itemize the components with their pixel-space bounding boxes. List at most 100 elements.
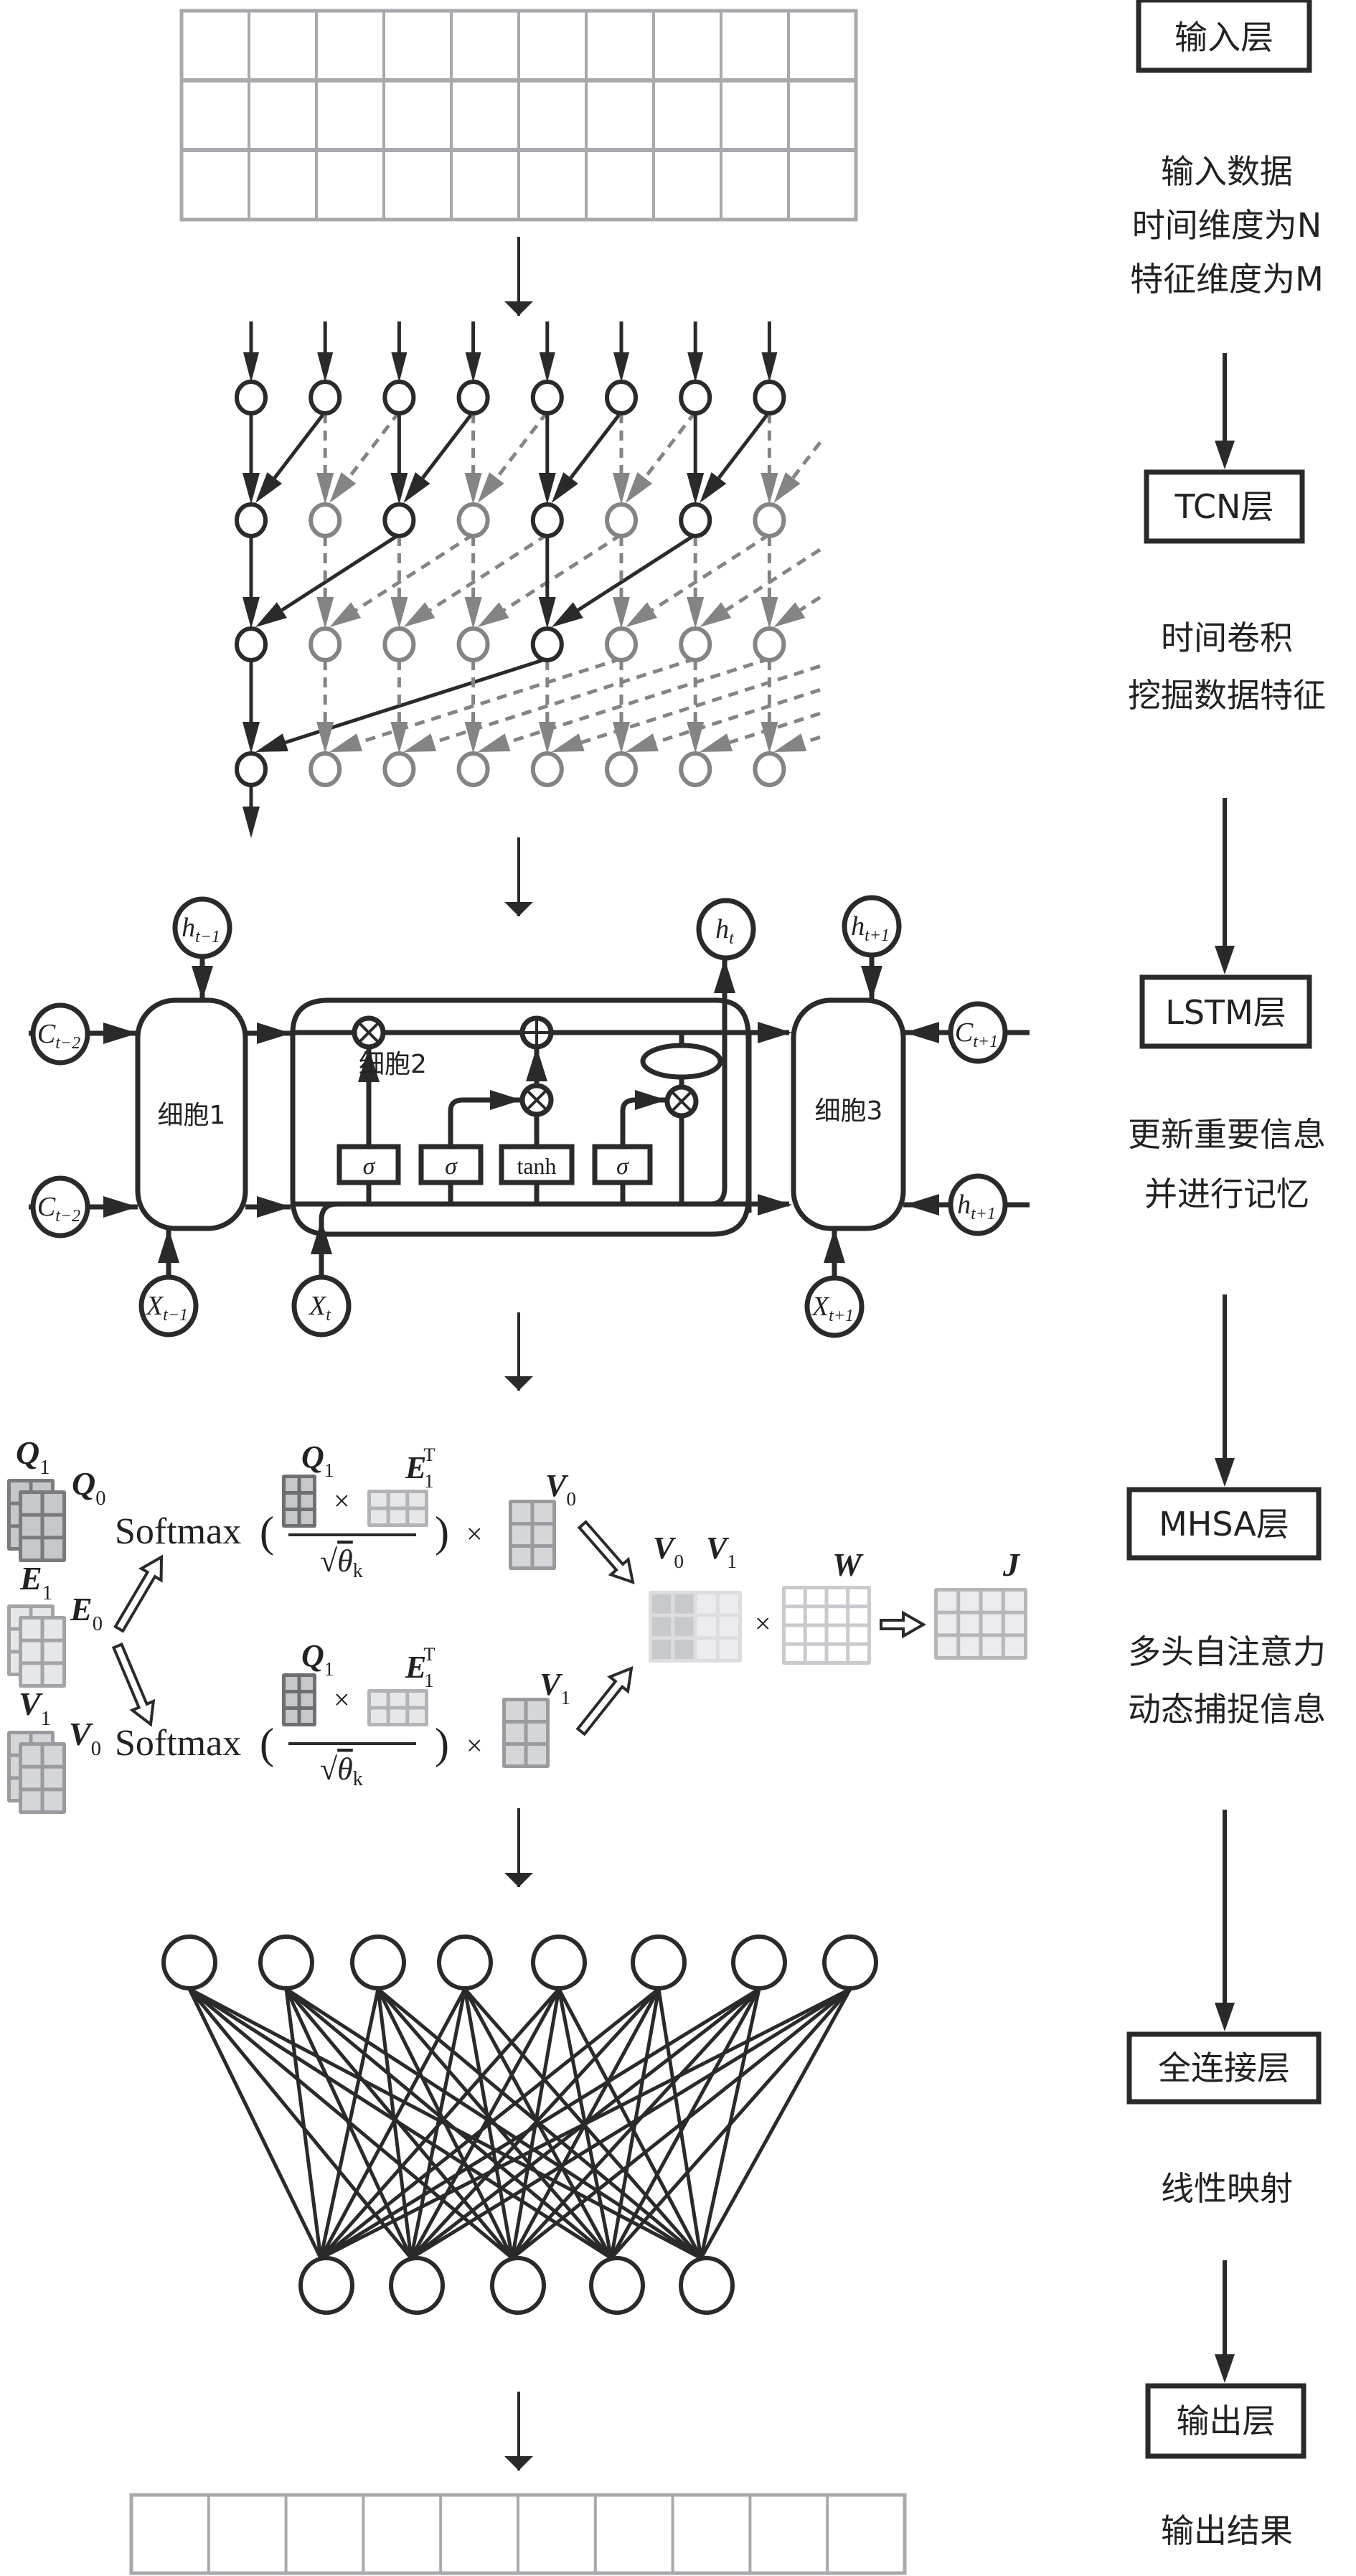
- theta-symbol: θ: [337, 1543, 353, 1579]
- symbol-subscript: 1: [424, 1670, 434, 1691]
- fc-connection: [319, 1987, 761, 2260]
- arrowhead-icon: [626, 733, 659, 752]
- stage-desc-tcn: 挖掘数据特征: [1128, 676, 1326, 715]
- symbol-base: h: [851, 911, 865, 941]
- matrix-cell: [652, 1617, 672, 1637]
- arrowhead-icon: [477, 733, 511, 752]
- arrowhead-icon: [551, 602, 583, 627]
- hollow-arrow-to-head-1: [111, 1642, 156, 1727]
- stage-box-mhsa: [1126, 1487, 1322, 1561]
- matrix-cell: [506, 1701, 524, 1720]
- label-concat-v1: V1: [706, 1531, 737, 1572]
- symbol-subscript: t+1: [865, 926, 890, 945]
- close-paren: ): [435, 1508, 449, 1556]
- node-h-next-right: [948, 1173, 1008, 1236]
- matrix-cell: [719, 1594, 738, 1614]
- label-v0-head: V0: [545, 1468, 576, 1510]
- arrowhead-icon: [329, 602, 362, 627]
- symbol-base: V: [653, 1531, 677, 1566]
- tcn-dilated-edge: [503, 532, 623, 612]
- e1t-matrix-head-1: [367, 1689, 428, 1726]
- tcn-node: [309, 380, 342, 415]
- matrix-cell: [938, 1637, 957, 1656]
- matrix-cell: [44, 1539, 62, 1559]
- symbol-subscript: 1: [42, 1582, 52, 1604]
- softmax-label-1: Softmax: [115, 1723, 241, 1764]
- matrix-cell: [409, 1709, 425, 1723]
- matrix-cell: [44, 1494, 62, 1513]
- input-data-grid: [179, 9, 858, 222]
- tcn-dilated-edge: [803, 735, 821, 744]
- node-c-prev-top: [30, 1002, 90, 1066]
- cell-1-label: 细胞1: [158, 1101, 226, 1130]
- matrix-cell: [301, 1511, 313, 1524]
- label-concat-v0: V0: [653, 1531, 684, 1572]
- matrix-cell: [390, 1493, 406, 1507]
- matrix-frame: [782, 1586, 871, 1665]
- tcn-node: [309, 502, 342, 538]
- matrix-cell: [301, 1478, 313, 1491]
- lstm-cell-1: [135, 997, 248, 1231]
- arrowhead-icon: [464, 722, 482, 753]
- matrix-cell: [44, 1746, 62, 1765]
- lstm-arrowheads: [103, 959, 939, 1263]
- arrowhead-icon: [311, 1220, 332, 1254]
- tcn-node: [605, 502, 638, 538]
- matrix-cell: [390, 1709, 406, 1723]
- multiply-op-stroke: [672, 1091, 692, 1111]
- matrix-frame: [649, 1591, 742, 1663]
- hollow-arrow-to-result: [880, 1610, 927, 1639]
- matrix-cell: [371, 1493, 387, 1507]
- matrix-cell: [301, 1710, 313, 1723]
- symbol-base: V: [545, 1468, 569, 1503]
- tcn-node: [530, 626, 564, 662]
- gate-label: tanh: [517, 1153, 556, 1179]
- matrix-cell: [22, 1791, 41, 1810]
- fc-input-node: [258, 1935, 314, 1990]
- tcn-dilated-edge: [791, 441, 821, 479]
- symbol-base: V: [706, 1531, 730, 1566]
- q0-stack-front: [19, 1490, 66, 1562]
- matrix-cell: [849, 1608, 867, 1624]
- symbol-subscript: t+1: [829, 1307, 854, 1325]
- symbol-base: Q: [301, 1638, 324, 1673]
- symbol-subscript: 1: [424, 1470, 434, 1492]
- arrowhead-icon: [390, 473, 408, 504]
- arrowhead-icon: [490, 1090, 522, 1110]
- symbol-subscript: 1: [560, 1687, 570, 1708]
- cell-2-label: 细胞2: [359, 1050, 427, 1079]
- matrix-cell: [44, 1642, 62, 1662]
- stage-desc-mhsa: 多头自注意力: [1128, 1632, 1326, 1671]
- matrix-cell: [286, 1710, 298, 1723]
- arrowhead-icon: [551, 733, 585, 752]
- theta-symbol: θ: [337, 1752, 353, 1787]
- arrowhead-icon: [700, 733, 733, 752]
- q1-matrix-head-1: [282, 1673, 316, 1726]
- hollow-arrow-head0-to-concat: [577, 1520, 635, 1585]
- multiply-op-stroke: [527, 1090, 547, 1110]
- arrowhead-icon: [687, 473, 705, 504]
- symbol-subscript: t+1: [971, 1205, 996, 1223]
- matrix-cell: [506, 1746, 524, 1764]
- fc-connection: [319, 1988, 380, 2259]
- arrowhead-icon: [465, 352, 481, 382]
- v-matrix-head-0: [509, 1500, 556, 1570]
- arrowhead-icon: [403, 602, 435, 627]
- times-sign: ×: [466, 1518, 483, 1550]
- symbol-base: h: [957, 1190, 971, 1220]
- arrowhead-icon: [192, 966, 213, 1000]
- symbol-base: X: [308, 1291, 327, 1321]
- node-c-next: [948, 1001, 1008, 1064]
- weight-matrix-w: [782, 1586, 871, 1665]
- arrowhead-icon: [403, 733, 437, 752]
- matrix-cell: [371, 1510, 387, 1523]
- label-q1-numerator: Q1: [301, 1638, 334, 1680]
- matrix-cell: [286, 1478, 298, 1491]
- open-paren: (: [260, 1720, 274, 1767]
- matrix-cell: [44, 1620, 62, 1639]
- label-e0: E0: [70, 1591, 103, 1635]
- arrowhead-icon: [358, 1048, 380, 1082]
- arrowhead-icon: [243, 597, 260, 629]
- node-h-t-label: ht: [715, 914, 735, 948]
- symbol-subscript: 1: [324, 1658, 334, 1680]
